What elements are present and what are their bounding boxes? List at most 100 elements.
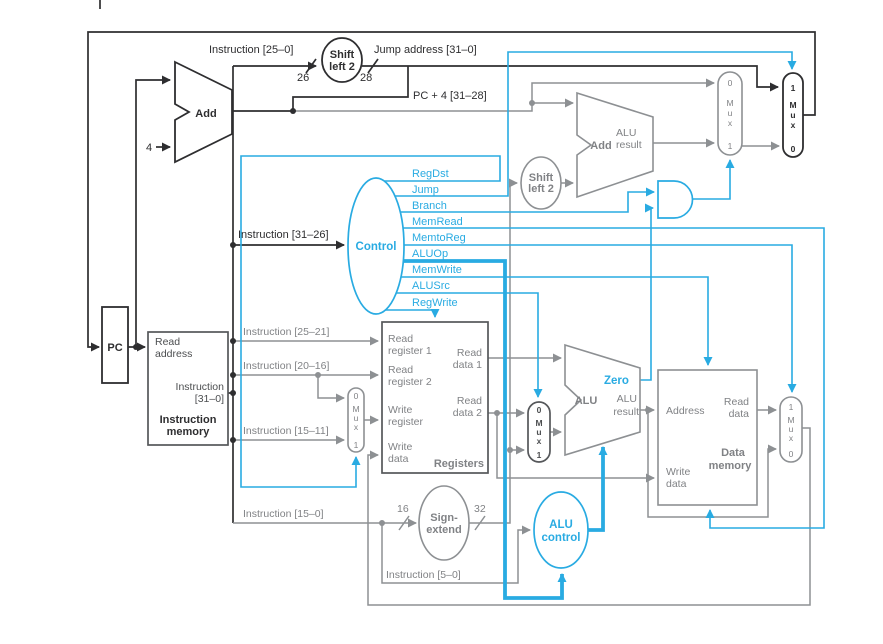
signext-2: extend [426, 524, 461, 536]
branch-mux-1: 1 [728, 141, 733, 151]
dot-15-0-split [379, 520, 385, 526]
label-const-4: 4 [146, 142, 152, 154]
label-16: 16 [397, 503, 409, 515]
and-gate [657, 180, 694, 219]
aluctl-2: control [542, 532, 581, 544]
shift1-label-2: left 2 [329, 61, 355, 73]
mux-letter-u: u [790, 110, 795, 120]
reg-readreg1-1: Read [388, 333, 413, 345]
mux-letter-x: x [789, 433, 794, 443]
registers-box [381, 321, 489, 474]
dot-readdata2-split [494, 410, 500, 416]
signal-regdst: RegDst [412, 168, 449, 180]
memtoreg-mux-labels: 1 M u x 0 [787, 402, 794, 459]
dmem-readdata-2: data [729, 408, 750, 420]
signal-memwrite: MemWrite [412, 264, 462, 276]
branch-adder-add: Add [590, 140, 611, 152]
dot-bus-25-21 [230, 338, 236, 344]
reg-writereg-1: Write [388, 404, 412, 416]
mux-letter-x: x [354, 422, 359, 432]
reg-writereg-2: register [388, 416, 424, 428]
imem-readaddr-2: address [155, 348, 192, 360]
branch-adder-shape [576, 91, 654, 199]
alu-control-oval [533, 491, 589, 569]
dot-aluresult-split [645, 407, 651, 413]
wire-branch [400, 187, 655, 213]
mux-letter-m: M [352, 404, 359, 414]
alu-zero: Zero [604, 375, 629, 387]
junction-dots [133, 100, 651, 526]
mux-letter-u: u [354, 413, 359, 423]
imem-out-1: Instruction [176, 381, 225, 393]
reg-writedata-2: data [388, 453, 409, 465]
imem-readaddr-1: Read [155, 336, 180, 348]
label-pc-plus-4: PC + 4 [31–28] [413, 90, 487, 102]
label-28: 28 [360, 72, 372, 84]
label-instruction-31-26: Instruction [31–26] [238, 229, 329, 241]
shift-left-2-branch-oval [520, 156, 562, 210]
wire-memtoreg [404, 244, 797, 393]
label-26: 26 [297, 72, 309, 84]
dot-bus-15-11 [230, 437, 236, 443]
alu-result-1: ALU [617, 393, 637, 405]
wire-pc-to-add [135, 75, 171, 347]
alusrc-mux [527, 401, 551, 463]
signal-memtoreg: MemtoReg [412, 232, 466, 244]
dot-pc4-branch-split [529, 100, 535, 106]
signal-memread: MemRead [412, 216, 463, 228]
mux-letter-u: u [536, 427, 541, 437]
shift1-label-1: Shift [330, 49, 355, 61]
signext-1: Sign- [430, 512, 458, 524]
wire-instr20-16-to-mux [317, 375, 345, 403]
sign-extend-oval [418, 485, 470, 561]
field-15-0: Instruction [15–0] [243, 508, 324, 520]
imem-out-2: [31–0] [195, 393, 224, 405]
dmem-writedata-2: data [666, 478, 687, 490]
dot-signext-split [507, 447, 513, 453]
wire-aluresult-to-memtoregmux [647, 410, 777, 518]
wire-memread [403, 227, 825, 529]
field-15-11: Instruction [15–11] [243, 425, 329, 437]
memtoreg-mux-0: 0 [789, 449, 794, 459]
dot-pc4-split [290, 108, 296, 114]
data-memory-box [657, 369, 758, 506]
pc-box [101, 306, 129, 384]
wire-writeback-loop [367, 427, 811, 606]
reg-readdata2-1: Read [457, 395, 482, 407]
mux-letter-x: x [728, 118, 733, 128]
wire-pc-feedback [87, 31, 816, 352]
wire-regdst [240, 155, 501, 488]
wire-and-to-branchmux [692, 159, 735, 200]
label-instruction-25-0: Instruction [25–0] [209, 44, 293, 56]
dot-bus-20-16 [230, 372, 236, 378]
dot-imem-out [230, 390, 236, 396]
dot-20-16-split [315, 372, 321, 378]
mux-letter-m: M [787, 415, 794, 425]
wire-pc4-to-branchmux [531, 78, 715, 103]
wire-alucontrol-to-alu [588, 446, 608, 532]
buswidth-slash-32 [474, 515, 486, 531]
mux-letter-m: M [535, 418, 542, 428]
reg-readdata2-2: data 2 [453, 407, 482, 419]
alusrc-mux-0: 0 [537, 405, 542, 415]
wire-aluop [403, 259, 567, 600]
dmem-name-1: Data [721, 447, 746, 459]
aluctl-1: ALU [549, 519, 573, 531]
instruction-memory-box [147, 331, 229, 446]
branch-mux-0: 0 [728, 78, 733, 88]
regdst-mux-1: 1 [354, 440, 359, 450]
signal-aluop: ALUOp [412, 248, 448, 260]
signal-alusrc: ALUSrc [412, 280, 450, 292]
field-20-16: Instruction [20–16] [243, 360, 329, 372]
wire-jump-address [362, 65, 779, 92]
pc-label: PC [107, 342, 122, 354]
alu-name: ALU [575, 395, 598, 407]
dmem-name-2: memory [709, 460, 753, 472]
shift-left-2-jump-oval [321, 37, 363, 83]
buswidth-slash-28 [367, 58, 379, 74]
reg-readdata1-2: data 1 [453, 359, 482, 371]
signal-branch: Branch [412, 200, 447, 212]
control-oval [347, 177, 405, 315]
wire-regwrite [385, 309, 440, 318]
shift2-label-2: left 2 [528, 183, 554, 195]
